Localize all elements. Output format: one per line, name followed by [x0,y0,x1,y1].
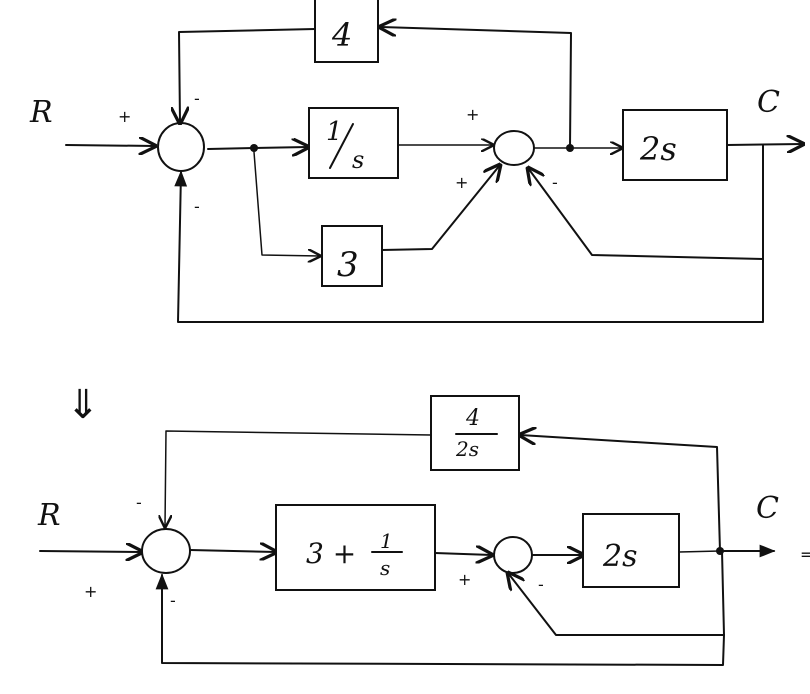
reduced-gain-to-sum1-arrow [165,430,432,527]
reduced-summing-junction-1 [141,528,191,574]
reduced-output-feedback-to-sum2 [508,550,725,636]
original-diagram: R + - - 1 s 3 + + - 2s [29,0,803,323]
feedback-gain-value: 4 [331,16,352,54]
integrator-denominator: s [352,146,364,174]
transform-arrow-icon: ⇓ [66,382,100,428]
proportional-block [321,225,383,287]
sum1-output-line [207,147,255,150]
plant-transfer: 2s [639,130,677,168]
reduced-input-label-r: R [37,498,61,533]
reduced-feedback-to-gain [520,435,721,552]
equals-sign: = [800,545,810,564]
controller-numerator: 1 [380,529,393,553]
input-r-arrow [65,145,155,146]
branch-to-proportional [253,151,320,256]
reduced-feedback-denominator: 2s [455,437,479,461]
integrator-fraction-slash [329,123,354,169]
proportional-gain: 3 [337,245,359,285]
reduced-input-r-arrow [39,551,142,552]
reduced-plant-output-line [678,550,721,553]
sum1-bottom-minus-sign: - [194,197,200,216]
sum2-left-plus-sign: + [455,173,468,192]
sum1-top-minus-sign: - [194,89,200,108]
reduced-plant-block [582,513,680,588]
summing-junction-1 [157,122,205,172]
integrator-block [308,107,399,179]
output-c-arrow [726,144,803,145]
reduced-sum1-bottom-minus-sign: - [170,591,176,610]
gain4-to-sum1-arrow [179,28,316,123]
reduced-feedback-numerator: 4 [465,406,480,431]
reduced-diagram: R + - - 3 + 1 s + - 2s C = 4 2s [37,395,810,666]
controller-denominator: s [380,556,390,580]
unity-feedback-to-sum1 [174,170,764,323]
controller-output-arrow [434,553,492,555]
sum1-plus-sign: + [118,107,131,126]
reduced-unity-feedback-to-sum1 [155,573,725,666]
integrator-numerator: 1 [326,117,343,147]
reduced-output-label-c: C [756,491,779,526]
reduced-summing-junction-2 [493,536,533,574]
feedback-to-gain4 [380,27,572,149]
to-integrator-arrow [253,147,308,148]
output-feedback-to-sum2 [528,144,764,260]
summing-junction-2 [493,130,535,166]
plant-block [622,109,728,181]
proportional-output-arrow [381,165,500,251]
controller-block [275,504,436,591]
output-label-c: C [757,85,780,120]
sum2-right-minus-sign: - [552,173,558,192]
reduced-sum1-top-minus-sign: - [136,493,142,512]
input-label-r: R [29,95,53,130]
reduced-plant-transfer: 2s [602,539,637,574]
sum2-top-plus-sign: + [466,105,479,124]
controller-whole-part: 3 + [306,537,356,570]
reduced-sum1-output-arrow [189,550,276,552]
reduced-sum2-minus-sign: - [538,575,544,594]
reduced-sum2-plus-sign: + [458,570,471,589]
reduced-sum1-plus-sign: + [84,582,97,601]
